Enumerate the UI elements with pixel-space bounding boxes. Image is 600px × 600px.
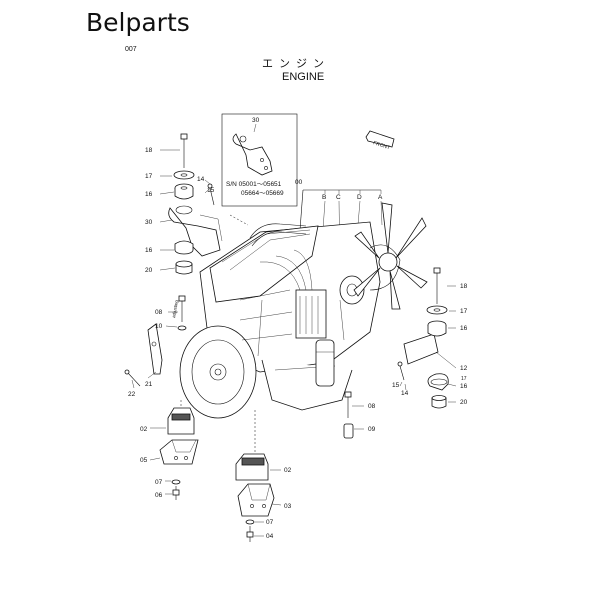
callout-08-left: 08 — [155, 309, 163, 316]
callout-A: A — [378, 194, 383, 201]
left-upper-mount-parts — [159, 133, 249, 275]
inset-frame — [221, 113, 298, 207]
callout-20-right: 20 — [460, 399, 468, 406]
engine-illustration — [179, 202, 439, 455]
callout-07-center: 07 — [266, 519, 274, 526]
callout-22: 22 — [128, 391, 136, 398]
callout-08-center: 08 — [368, 403, 376, 410]
callout-15-upper-left: 15 — [207, 187, 215, 194]
inset-serial-line-2: 05664〜05669 — [241, 190, 284, 197]
callout-21: 21 — [145, 381, 153, 388]
callout-16-upper-left: 16 — [145, 191, 153, 198]
callout-12: 12 — [460, 365, 468, 372]
page-title: ENGINE — [282, 71, 325, 83]
right-mount-parts — [397, 267, 457, 409]
callout-06: 06 — [155, 492, 163, 499]
callout-14-upper-left: 14 — [197, 176, 205, 183]
callout-02-center: 02 — [284, 467, 292, 474]
callout-05: 05 — [140, 457, 148, 464]
inset-bracket-shape — [232, 133, 273, 176]
callout-17-right-lower: 17 — [461, 376, 467, 382]
callout-02-left: 02 — [140, 426, 148, 433]
callout-10: 10 — [155, 323, 163, 330]
callout-15-right: 15 — [392, 382, 400, 389]
callout-17-right: 17 — [460, 308, 468, 315]
callout-03: 03 — [284, 503, 292, 510]
callout-18-right: 18 — [460, 283, 468, 290]
serial-inset: 30 S/N 05001〜05651 05664〜05669 — [221, 113, 298, 207]
inset-serial-line-1: S/N 05001〜05651 — [226, 181, 282, 188]
left-bottom-mount-parts — [149, 407, 199, 500]
callout-D: D — [357, 194, 362, 201]
callout-16-left-lower: 16 — [145, 247, 153, 254]
callout-00: 00 — [295, 179, 303, 186]
callout-B: B — [322, 194, 326, 201]
brand-logo-text: Belparts — [86, 8, 190, 37]
page-code: 007 — [125, 46, 137, 53]
center-bottom-parts — [343, 391, 364, 439]
left-mid-parts: adjusting — [124, 295, 187, 389]
svg-text:adjusting: adjusting — [171, 299, 179, 318]
center-bottom-mount-parts — [235, 453, 282, 542]
callout-C: C — [336, 194, 341, 201]
callout-18-upper-left: 18 — [145, 147, 153, 154]
front-label: FRONT — [372, 140, 390, 151]
callout-14-right: 14 — [401, 390, 409, 397]
callout-09: 09 — [368, 426, 376, 433]
inset-part-number: 30 — [252, 117, 260, 124]
callout-07-left: 07 — [155, 479, 163, 486]
callout-17-upper-left: 17 — [145, 173, 153, 180]
callout-30-left: 30 — [145, 219, 153, 226]
page-title-japanese: エンジン — [262, 57, 330, 70]
callout-16-right-lower: 16 — [460, 383, 468, 390]
callout-04: 04 — [266, 533, 274, 540]
front-direction-arrow: FRONT — [365, 130, 395, 151]
callout-20-left: 20 — [145, 267, 153, 274]
callout-16-right: 16 — [460, 325, 468, 332]
